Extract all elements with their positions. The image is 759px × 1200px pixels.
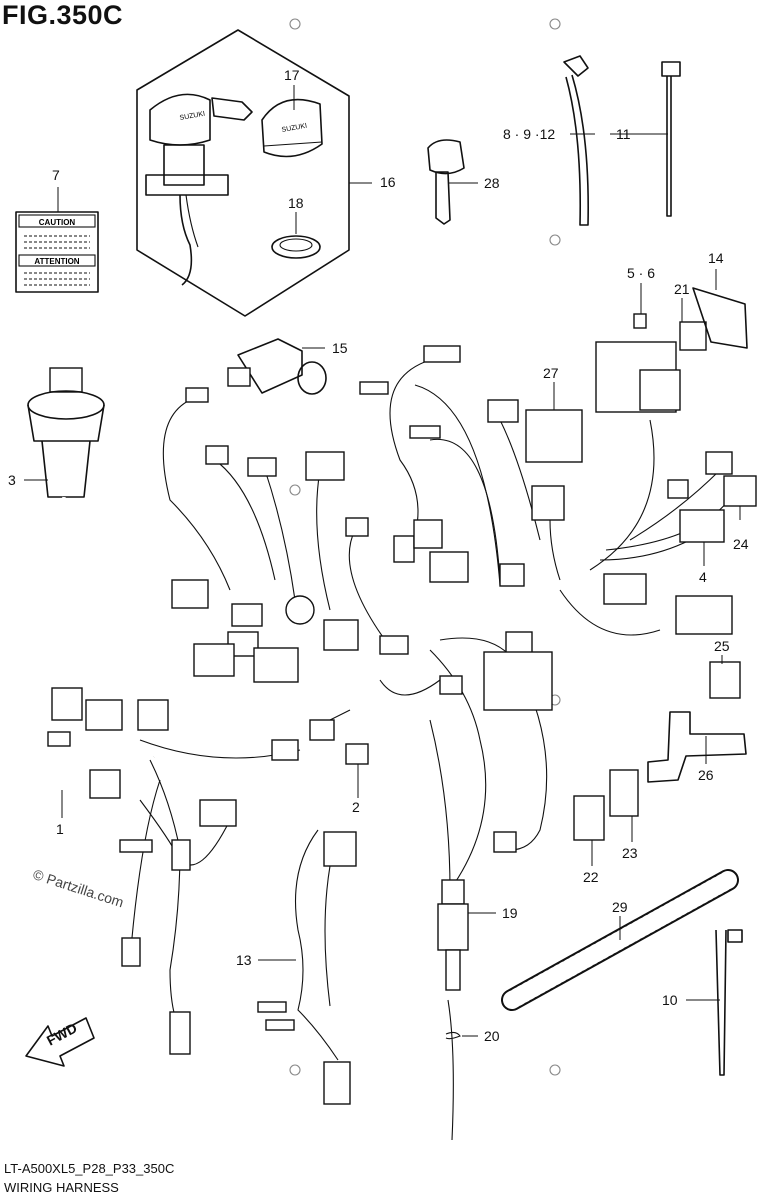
callout-11: 11: [616, 126, 631, 142]
caution-label-attention: ATTENTION: [34, 257, 79, 266]
callout-24: 24: [733, 536, 749, 552]
sub-harness-13: [257, 829, 357, 1105]
ignition-switch-kit-group: [136, 29, 350, 317]
leader-lines: [24, 85, 741, 1037]
main-harness-trunk: [12, 496, 711, 782]
callout-1: 1: [56, 821, 64, 837]
figure-code: LT-A500XL5_P28_P33_350C: [4, 1161, 175, 1176]
callout-21: 21: [674, 281, 690, 297]
callout-18: 18: [288, 195, 304, 211]
cable-tie-parts: [563, 55, 743, 1076]
callout-17: 17: [284, 67, 300, 83]
callout-26: 26: [698, 767, 714, 783]
callout-8-9-12: 8 · 9 ·12: [503, 126, 555, 142]
callout-14: 14: [708, 250, 724, 266]
callout-3: 3: [8, 472, 16, 488]
harness-connectors: [47, 341, 757, 1055]
callout-19: 19: [502, 905, 518, 921]
callout-4: 4: [699, 569, 707, 585]
figure-name: WIRING HARNESS: [4, 1180, 119, 1195]
key-part: [427, 139, 465, 225]
callout-2: 2: [352, 799, 360, 815]
callout-15: 15: [332, 340, 348, 356]
fwd-label: FWD: [44, 1020, 80, 1049]
figure-title: FIG.350C: [2, 0, 124, 30]
boot-part-3: [27, 367, 105, 498]
callout-27: 27: [543, 365, 559, 381]
switch-brand-mark: SUZUKI: [179, 111, 206, 122]
fuse-relay-bracket-parts: [633, 287, 748, 351]
callout-29: 29: [612, 899, 628, 915]
bracket-and-covers: [573, 711, 747, 841]
callout-13: 13: [236, 952, 252, 968]
callout-16: 16: [380, 174, 396, 190]
cap-brand-mark: SUZUKI: [281, 123, 308, 134]
callout-10: 10: [662, 992, 678, 1008]
callout-22: 22: [583, 869, 599, 885]
caution-label-caution: CAUTION: [39, 218, 76, 227]
callout-20: 20: [484, 1028, 500, 1044]
callout-28: 28: [484, 175, 500, 191]
caution-label-part: [15, 211, 99, 293]
callout-labels: 7 8 · 9 ·12 11 17 16 18 28 5 · 6 14 21 2…: [8, 67, 749, 1044]
callout-25: 25: [714, 638, 730, 654]
relay-27: [525, 409, 583, 463]
callout-7: 7: [52, 167, 60, 183]
switch-15: [227, 338, 327, 395]
sensor-19: [429, 719, 469, 1141]
fwd-arrow-icon: FWD: [25, 1017, 95, 1067]
callout-5-6: 5 · 6: [627, 265, 655, 281]
callout-23: 23: [622, 845, 638, 861]
